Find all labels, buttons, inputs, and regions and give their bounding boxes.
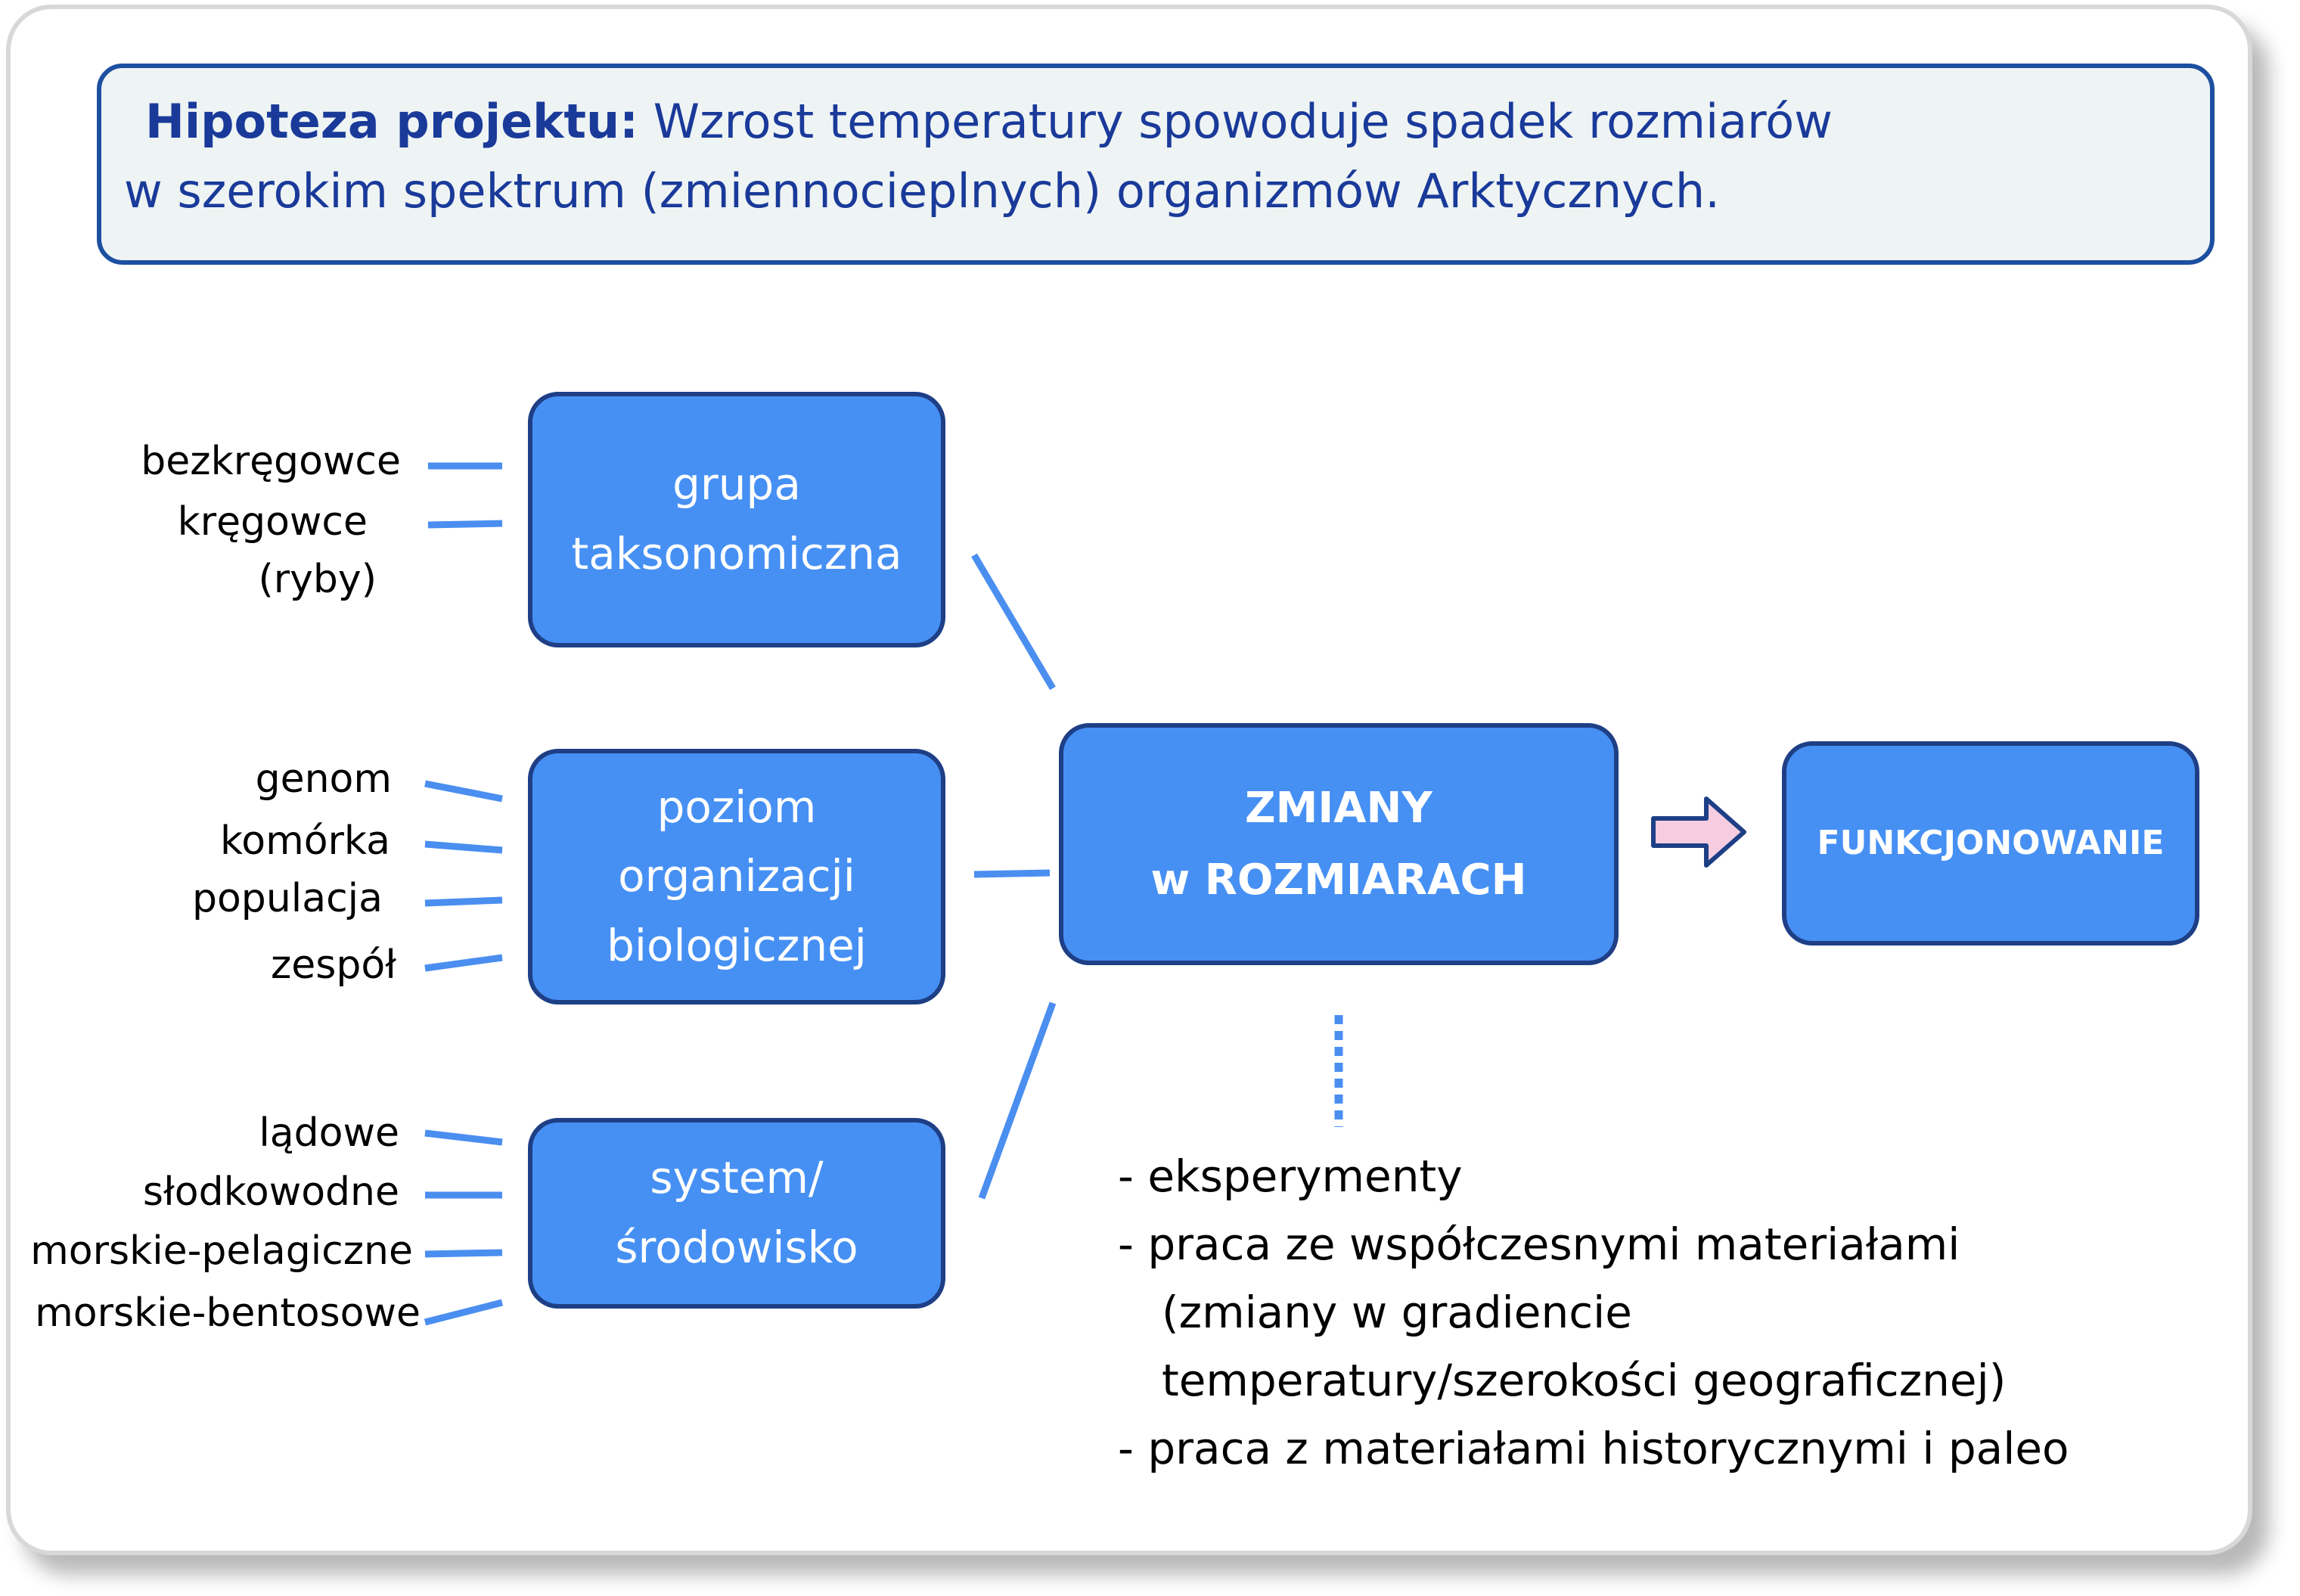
method-item-detail: temperatury/szerokości geograficznej) xyxy=(1162,1355,2007,1406)
system-item: morskie-bentosowe xyxy=(35,1290,421,1336)
system-item: morskie-pelagiczne xyxy=(30,1228,413,1274)
biological-organization-box: poziom organizacji biologicznej xyxy=(528,749,945,1004)
hypothesis-line-2: w szerokim spektrum (zmiennocieplnych) o… xyxy=(124,163,1720,219)
system-item: lądowe xyxy=(259,1110,399,1156)
taxonomic-group-label: grupa taksonomiczna xyxy=(571,458,902,579)
connector-line xyxy=(424,1299,504,1326)
functioning-box: FUNKCJONOWANIE xyxy=(1782,741,2199,945)
taxonomic-item: kręgowce xyxy=(177,499,368,545)
system-environment-box: system/ środowisko xyxy=(528,1118,945,1309)
hypothesis-banner: Hipoteza projektu: Wzrost temperatury sp… xyxy=(97,64,2215,265)
connector-line xyxy=(973,869,1051,878)
connector-line xyxy=(424,896,503,907)
taxonomic-item: (ryby) xyxy=(258,557,377,602)
connector-line xyxy=(978,1001,1057,1200)
connector-line xyxy=(427,520,503,529)
system-environment-label: system/ środowisko xyxy=(615,1152,858,1273)
method-item-detail: (zmiany w gradiencie xyxy=(1162,1287,1632,1338)
connector-line xyxy=(424,780,503,803)
connector-line xyxy=(424,954,503,972)
connector-line xyxy=(424,840,503,854)
organization-item: komórka xyxy=(220,818,390,864)
taxonomic-group-box: grupa taksonomiczna xyxy=(528,392,945,647)
size-changes-label: ZMIANY w ROZMIARACH xyxy=(1150,783,1527,905)
method-item: - praca ze współczesnymi materiałami xyxy=(1118,1219,1960,1270)
connector-line xyxy=(424,1249,503,1258)
connector-line xyxy=(424,1129,503,1146)
organization-item: genom xyxy=(255,756,392,802)
functioning-label: FUNKCJONOWANIE xyxy=(1817,823,2165,862)
arrow-right-icon xyxy=(1651,796,1746,868)
organization-item: populacja xyxy=(191,876,383,921)
hypothesis-line-1: Hipoteza projektu: Wzrost temperatury sp… xyxy=(145,98,1833,145)
taxonomic-item: bezkręgowce xyxy=(141,439,401,484)
size-changes-box: ZMIANY w ROZMIARACH xyxy=(1059,723,1619,965)
method-item: - praca z materiałami historycznymi i pa… xyxy=(1118,1423,2069,1474)
organization-item: zespół xyxy=(271,942,396,988)
system-item: słodkowodne xyxy=(142,1169,399,1215)
biological-organization-label: poziom organizacji biologicznej xyxy=(607,781,867,971)
hypothesis-text-1: Wzrost temperatury spowoduje spadek rozm… xyxy=(653,94,1833,149)
hypothesis-label: Hipoteza projektu: xyxy=(145,94,638,149)
method-item: - eksperymenty xyxy=(1118,1150,1463,1202)
connector-line xyxy=(971,553,1056,691)
